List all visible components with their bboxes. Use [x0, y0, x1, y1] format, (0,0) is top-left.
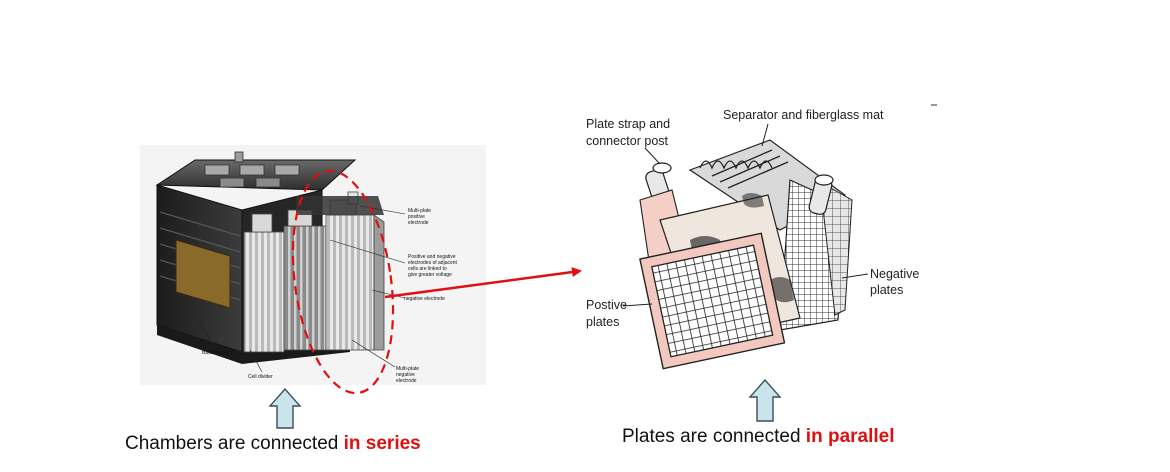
plate-assembly-figure	[639, 104, 937, 370]
caption-series: Chambers are connected in series	[125, 433, 421, 455]
label-positive-negative-electrodes: Positive and negative electrodes of adja…	[408, 254, 458, 278]
battery-cells	[243, 191, 385, 353]
cell-plates-2	[283, 225, 327, 351]
label-multi-plate-positive: Multi-plate positive electrode	[408, 208, 432, 226]
caption-series-emphasis: in series	[343, 433, 421, 454]
cell-connector-1	[251, 213, 273, 233]
label-battery-casing: Battery casing	[202, 350, 234, 356]
caption-parallel-prefix: Plates are connected	[622, 426, 806, 447]
caption-parallel: Plates are connected in parallel	[622, 426, 895, 448]
label-multi-plate-negative: Multi-plate negative electrode	[396, 366, 420, 384]
battery-labels: Multi-plate positive electrode Positive …	[202, 208, 458, 384]
battery-cutaway-figure: Multi-plate positive electrode Positive …	[140, 145, 486, 395]
separator-ridges	[699, 149, 789, 189]
battery-leader-lines	[197, 205, 406, 373]
battery-top-caps	[204, 151, 300, 188]
label-plate-strap: Plate strap and connector post	[586, 117, 674, 148]
red-pointer-arrow	[384, 267, 582, 299]
label-negative-plates: Negative plates	[870, 267, 923, 297]
caption-parallel-emphasis: in parallel	[805, 426, 895, 447]
up-arrow-left	[268, 387, 302, 429]
label-cell-divider: Cell divider	[248, 374, 273, 380]
caption-series-prefix: Chambers are connected	[125, 433, 344, 454]
label-positive-plates: Postive plates	[586, 298, 630, 329]
connector-post-right	[808, 174, 834, 215]
positive-plate-front	[639, 232, 786, 370]
label-negative-electrode: negative electrode	[404, 296, 445, 302]
plate-assembly-labels: Plate strap and connector post Separator…	[586, 108, 923, 329]
label-separator-fiberglass-mat: Separator and fiberglass mat	[723, 108, 884, 122]
up-arrow-right	[748, 378, 782, 422]
cell-plates-1	[243, 231, 285, 353]
cell-plates-3	[325, 214, 375, 351]
highlight-ellipse	[291, 169, 395, 395]
